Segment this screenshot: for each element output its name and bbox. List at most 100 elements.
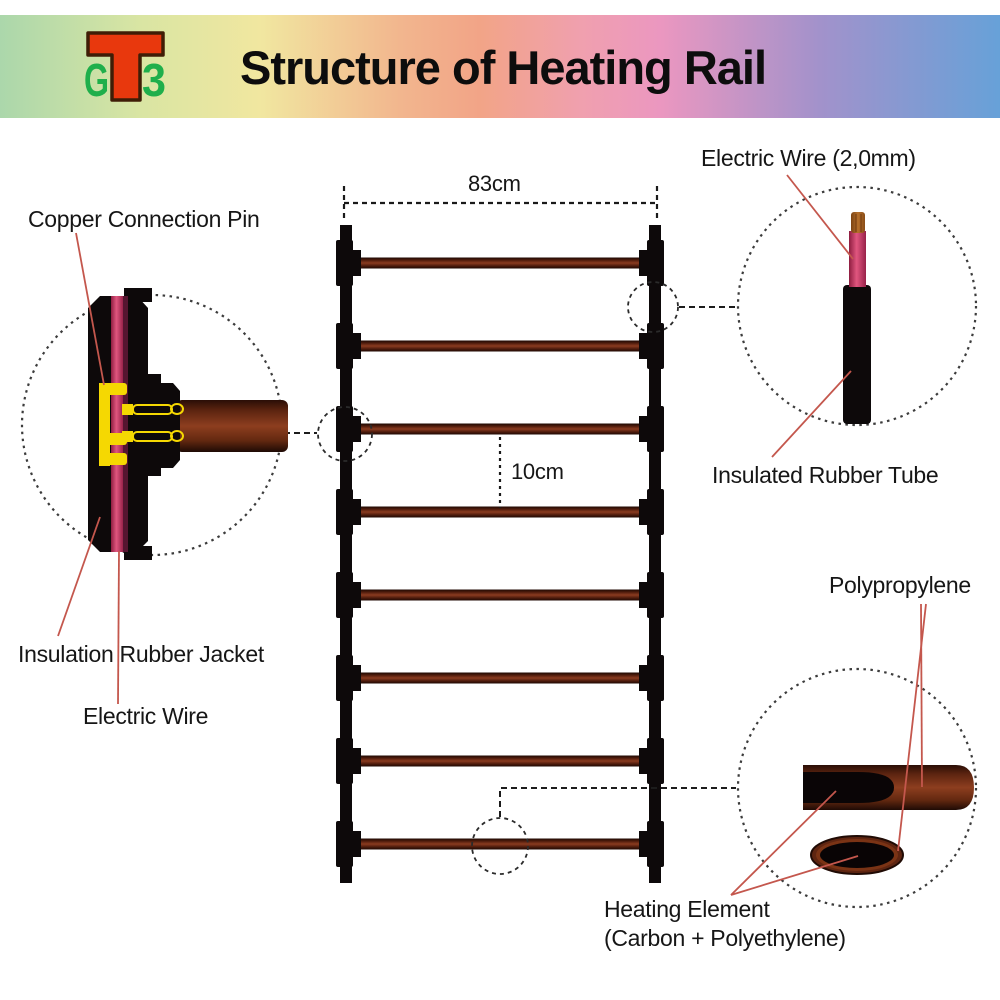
electric-wire-2mm-label: Electric Wire (2,0mm) (701, 145, 916, 171)
zoom-circle-connection (317, 406, 373, 462)
rung-connector-right-tab (639, 665, 648, 691)
rung-connector-right-tab (639, 250, 648, 276)
rung-connector-left (336, 821, 353, 867)
pin-prongs (132, 403, 184, 442)
copper-connection-pin (99, 383, 133, 466)
jacket-bottom-step (124, 546, 152, 560)
rung-connector-right (647, 240, 664, 286)
leader-polypropylene-2 (920, 603, 923, 788)
connection-leader-lines (57, 232, 120, 705)
logo-t-shape (86, 31, 165, 102)
rung-connector-right (647, 323, 664, 369)
rung-connector-left-tab (352, 250, 361, 276)
zoom-circle-tube (471, 817, 529, 875)
rung-connector-right-tab (639, 416, 648, 442)
leader-insulation-jacket (57, 516, 101, 637)
rung-connector-right (647, 821, 664, 867)
rung-connector-right (647, 406, 664, 452)
pin-prong-lower-eye (170, 430, 184, 442)
wire-shadow-strip (123, 296, 128, 552)
rung-connector-left-tab (352, 416, 361, 442)
rung-connector-left-tab (352, 333, 361, 359)
electric-wire-insulation (849, 231, 866, 287)
rung-bar (350, 340, 650, 352)
rung-bar (350, 755, 650, 767)
rung-connector-left (336, 240, 353, 286)
logo-letter-three: 3 (142, 54, 166, 106)
pin-bracket-arm-top (99, 383, 127, 395)
cable-leader-lines (771, 174, 854, 458)
pin-contact-lower (122, 431, 133, 442)
polypropylene-label: Polypropylene (829, 572, 971, 598)
jacket-top-step (124, 288, 152, 302)
rung-connector-right-tab (639, 748, 648, 774)
rung-bar (350, 423, 650, 435)
logo-letter-g: G (84, 54, 109, 106)
rung-connector-right (647, 738, 664, 784)
rung-connector-left-tab (352, 665, 361, 691)
rung-bar (350, 838, 650, 850)
width-dimension-label: 83cm (468, 171, 521, 196)
insulated-rubber-tube-label: Insulated Rubber Tube (712, 462, 939, 488)
zoom-source-circles (317, 281, 679, 875)
leader-rubber-tube (771, 370, 852, 458)
pin-contact-upper (122, 404, 133, 415)
rung-bar (350, 672, 650, 684)
left-rail (340, 225, 352, 883)
rung-connector-right-tab (639, 499, 648, 525)
zoom-circle-cable (627, 281, 679, 333)
rung-connector-right (647, 655, 664, 701)
callout-cable-detail (736, 174, 978, 458)
leader-electric-wire-2mm (786, 174, 854, 260)
rung-connector-left (336, 655, 353, 701)
pin-bracket-arm-bottom (99, 453, 127, 465)
width-dimension (342, 186, 659, 222)
rung-bar (350, 506, 650, 518)
callout-tube-detail (730, 603, 978, 909)
rung-connector-right-tab (639, 333, 648, 359)
rung-connector-left (336, 738, 353, 784)
rung-group (336, 240, 664, 867)
rung-connector-right (647, 572, 664, 618)
rung-connector-left-tab (352, 582, 361, 608)
rail-connector-block (148, 374, 180, 476)
electric-wire-label: Electric Wire (83, 703, 209, 729)
rung-connector-left (336, 572, 353, 618)
rung-bar (350, 589, 650, 601)
heating-element-core (803, 772, 894, 803)
pin-bracket-bar (99, 383, 110, 466)
leader-electric-wire (117, 550, 120, 705)
rung-connector-left-tab (352, 748, 361, 774)
right-rail (649, 225, 661, 883)
insulation-rubber-jacket-label: Insulation Rubber Jacket (18, 641, 264, 667)
tube-leader-lines (730, 603, 927, 896)
callout-connection-detail (20, 232, 288, 705)
heating-element-label-line1: Heating Element (604, 896, 770, 922)
spacing-dimension-label: 10cm (511, 459, 564, 484)
pin-prong-upper-eye (170, 403, 184, 415)
electric-wire-strip (111, 296, 123, 552)
rung-connector-left-tab (352, 831, 361, 857)
insulated-rubber-tube (843, 285, 871, 424)
connector-line-bottom (499, 787, 736, 817)
rung-connector-right (647, 489, 664, 535)
rung-connector-left-tab (352, 499, 361, 525)
leader-copper-pin (75, 232, 105, 386)
heating-element-label-line2: (Carbon + Polyethylene) (604, 925, 846, 951)
pin-bracket-arm-mid (99, 433, 127, 445)
page-title: Structure of Heating Rail (240, 41, 767, 94)
heating-tube-stub (176, 400, 288, 452)
heating-element-label: Heating Element (Carbon + Polyethylene) (604, 895, 846, 953)
rung-connector-right-tab (639, 582, 648, 608)
rung-connector-left (336, 323, 353, 369)
leader-heating-element-2 (730, 855, 859, 896)
callout-connector-lines (284, 306, 736, 817)
rung-connector-right-tab (639, 831, 648, 857)
rung-bar (350, 257, 650, 269)
header-banner (0, 15, 1000, 118)
gt3-logo: G 3 (84, 31, 166, 106)
copper-strands (851, 212, 865, 233)
leader-heating-element-1 (730, 790, 837, 896)
